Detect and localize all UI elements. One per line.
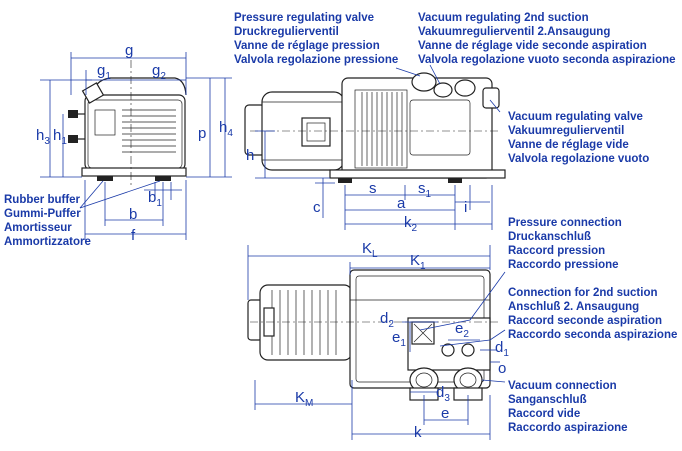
dim-s1: s1: [418, 180, 432, 200]
pressure-valve-label: Pressure regulating valve Druckregulierv…: [234, 12, 398, 66]
dim-h3: h3: [36, 127, 50, 147]
dim-s: s: [369, 180, 377, 197]
svg-text:Vanne de réglage pression: Vanne de réglage pression: [234, 40, 380, 52]
rubber-buffer-left: [97, 176, 113, 181]
dim-h1: h1: [53, 127, 67, 147]
dim-k: k: [414, 424, 422, 441]
dim-d3: d3: [436, 384, 450, 404]
front-view: [244, 72, 506, 183]
front-view-dimensions: h c s s1 i a k2: [246, 64, 501, 234]
svg-text:Druckregulierventil: Druckregulierventil: [234, 26, 339, 38]
dim-b: b: [129, 206, 137, 223]
top-view-dimensions: KL K1 d2 e1 e2 d1 o KM d3 e: [247, 240, 509, 441]
svg-text:Pressure connection: Pressure connection: [508, 217, 622, 229]
dim-e: e: [441, 405, 449, 422]
connection-2nd-label: Connection for 2nd suction Anschluß 2. A…: [508, 287, 677, 341]
svg-text:Vakuumregulierventil 2.Ansaugu: Vakuumregulierventil 2.Ansaugung: [418, 26, 610, 38]
svg-text:Vacuum regulating valve: Vacuum regulating valve: [508, 111, 643, 123]
svg-text:Raccordo pressione: Raccordo pressione: [508, 259, 619, 271]
svg-text:Gummi-Puffer: Gummi-Puffer: [4, 208, 81, 220]
dim-g: g: [125, 42, 133, 59]
svg-text:Anschluß 2. Ansaugung: Anschluß 2. Ansaugung: [508, 301, 639, 313]
svg-text:Rubber buffer: Rubber buffer: [4, 194, 81, 206]
dim-KL: KL: [362, 240, 378, 260]
vacuum-2nd-valve: [454, 79, 476, 97]
dim-K1: K1: [410, 252, 426, 272]
dim-c: c: [313, 199, 321, 216]
svg-text:Ammortizzatore: Ammortizzatore: [4, 236, 91, 248]
svg-text:Valvola regolazione vuoto seco: Valvola regolazione vuoto seconda aspira…: [418, 54, 676, 66]
dim-i: i: [464, 199, 467, 216]
svg-text:Vacuum regulating 2nd suction: Vacuum regulating 2nd suction: [418, 12, 589, 24]
side-view: [68, 60, 187, 185]
dim-e2: e2: [455, 320, 469, 340]
front-fins: [361, 92, 403, 166]
dim-k2: k2: [404, 214, 418, 234]
svg-text:Raccordo seconda aspirazione: Raccordo seconda aspirazione: [508, 329, 677, 341]
svg-text:Raccordo aspirazione: Raccordo aspirazione: [508, 422, 628, 434]
dim-KM: KM: [295, 389, 313, 409]
dim-h4: h4: [219, 119, 233, 139]
vacuum-valve: [482, 87, 500, 109]
svg-text:Vacuum connection: Vacuum connection: [508, 380, 617, 392]
vacuum-2nd-label: Vacuum regulating 2nd suction Vakuumregu…: [418, 12, 676, 66]
svg-text:Druckanschluß: Druckanschluß: [508, 231, 591, 243]
dim-p: p: [198, 125, 206, 142]
svg-text:Raccord seconde aspiration: Raccord seconde aspiration: [508, 315, 662, 327]
rubber-buffer-label: Rubber buffer Gummi-Puffer Amortisseur A…: [4, 194, 91, 248]
dim-d2: d2: [380, 310, 394, 330]
dim-d1: d1: [495, 339, 509, 359]
dim-o: o: [498, 360, 506, 377]
svg-text:Amortisseur: Amortisseur: [4, 222, 72, 234]
rubber-buffer-right: [155, 176, 171, 181]
dim-a: a: [397, 195, 406, 212]
dim-g1: g1: [97, 62, 111, 82]
pressure-valve: [411, 72, 437, 92]
side-view-dimensions: g g1 g2 h3 h1 p h4 b1 b f: [36, 42, 233, 244]
vacuum-valve-label: Vacuum regulating valve Vakuumregulierve…: [508, 111, 649, 165]
svg-text:Vanne de réglage vide seconde: Vanne de réglage vide seconde aspiration: [418, 40, 647, 52]
svg-text:Valvola regolazione pressione: Valvola regolazione pressione: [234, 54, 398, 66]
vacuum-connection-label: Vacuum connection Sanganschluß Raccord v…: [508, 380, 628, 434]
top-view: [247, 269, 500, 401]
svg-text:Valvola regolazione vuoto: Valvola regolazione vuoto: [508, 153, 649, 165]
svg-text:Raccord pression: Raccord pression: [508, 245, 605, 257]
dim-e1: e1: [392, 329, 406, 349]
svg-text:Vakuumregulierventil: Vakuumregulierventil: [508, 125, 624, 137]
dim-h: h: [246, 147, 254, 164]
svg-text:Vanne de réglage vide: Vanne de réglage vide: [508, 139, 629, 151]
svg-text:Raccord vide: Raccord vide: [508, 408, 580, 420]
dim-b1: b1: [148, 189, 162, 209]
svg-text:Sanganschluß: Sanganschluß: [508, 394, 587, 406]
dim-g2: g2: [152, 62, 166, 82]
svg-text:Connection for 2nd suction: Connection for 2nd suction: [508, 287, 658, 299]
pressure-connection-label: Pressure connection Druckanschluß Raccor…: [508, 217, 622, 271]
svg-text:Pressure regulating valve: Pressure regulating valve: [234, 12, 374, 24]
dim-f: f: [131, 227, 136, 244]
